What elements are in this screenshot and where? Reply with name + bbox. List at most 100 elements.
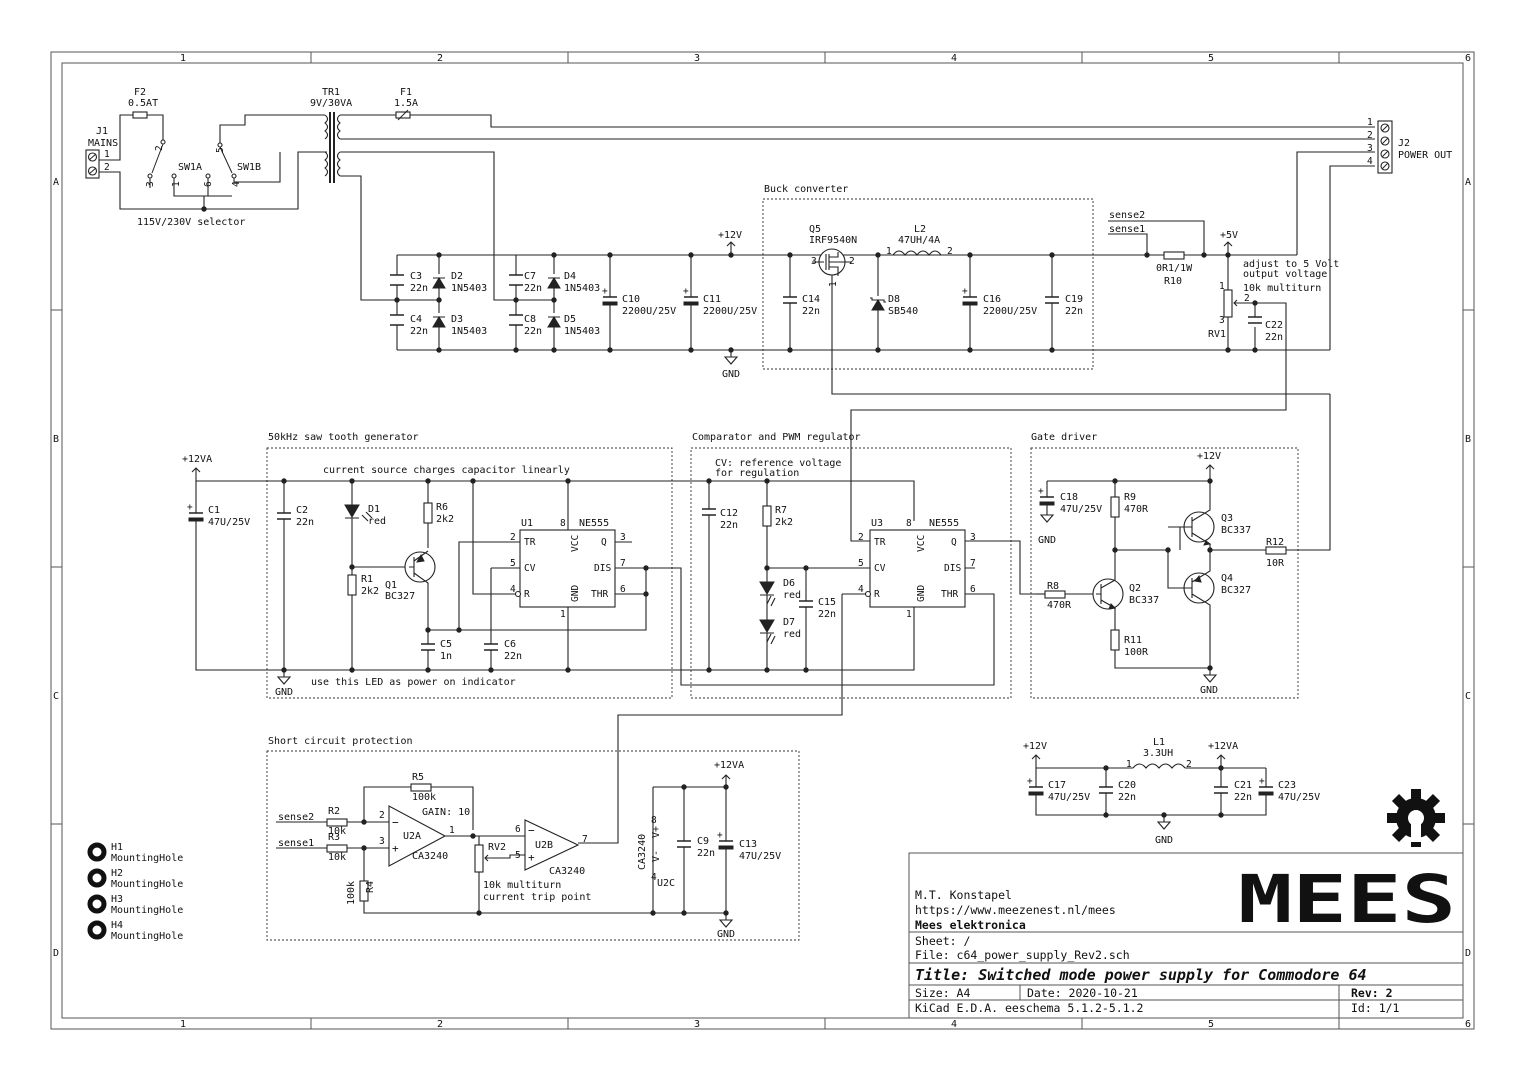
q1-ref: Q1 xyxy=(385,580,397,591)
c9-ref: C9 xyxy=(697,836,709,847)
c1-value: 47U/25V xyxy=(208,517,250,528)
r7-ref: R7 xyxy=(775,505,787,516)
j2-connector-group: J2 POWER OUT 1 2 3 4 xyxy=(1296,117,1452,350)
q5-pin: 1 xyxy=(828,281,839,287)
r12-value: 10R xyxy=(1266,558,1285,569)
rv1-potentiometer xyxy=(1223,289,1233,318)
net-label-gnd: GND xyxy=(275,687,293,698)
u1-pin-label: R xyxy=(524,589,530,600)
c21-value: 22n xyxy=(1234,792,1252,803)
h2-ref: H2 xyxy=(111,868,123,879)
u1-pin-label: CV xyxy=(524,563,536,574)
net-label-sense2: sense2 xyxy=(278,812,314,823)
svg-text:+: + xyxy=(1259,776,1265,787)
u1-pin-label: Q xyxy=(601,537,607,548)
sw1a-pin: 2 xyxy=(154,145,165,151)
u1-pin-label: VCC xyxy=(570,535,581,552)
u1-ne555 xyxy=(519,529,616,608)
l2-value: 47UH/4A xyxy=(898,235,940,246)
sw1b-pin: 4 xyxy=(231,181,242,187)
r1-ref: R1 xyxy=(361,574,373,585)
u3-ne555 xyxy=(869,529,966,608)
r4-resistor xyxy=(359,880,369,902)
u3-pin-num: 6 xyxy=(970,584,976,595)
rv2-note-1: 10k multiturn xyxy=(483,880,561,891)
u2c-vm: V- xyxy=(651,850,662,862)
c11-ref: C11 xyxy=(703,294,721,305)
c19-value: 22n xyxy=(1065,306,1083,317)
r1-resistor xyxy=(347,574,357,596)
l1-ref: L1 xyxy=(1153,737,1165,748)
c2-ref: C2 xyxy=(296,505,308,516)
col-marker: 2 xyxy=(437,53,443,64)
r12-ref: R12 xyxy=(1266,537,1284,548)
mains-input: J1 MAINS 1 2 F2 0.5AT 2 3 1 SW1A 5 6 4 S… xyxy=(85,87,1375,301)
j2-pin: 2 xyxy=(1367,130,1373,141)
author: M.T. Konstapel xyxy=(915,888,1012,902)
j2-pin: 4 xyxy=(1367,156,1373,167)
u2a-value: CA3240 xyxy=(412,851,448,862)
saw-generator: +12VA current source charges capacitor l… xyxy=(182,454,995,698)
c20-ref: C20 xyxy=(1118,780,1136,791)
gain-note: GAIN: 10 xyxy=(422,807,470,818)
sw1b-pin: 5 xyxy=(215,147,226,153)
u3-pin-num: 5 xyxy=(858,558,864,569)
net-label-sense1: sense1 xyxy=(1109,224,1145,235)
r9-resistor xyxy=(1110,496,1120,518)
row-marker: B xyxy=(53,434,59,445)
r11-resistor xyxy=(1110,629,1120,651)
c17-ref: C17 xyxy=(1048,780,1066,791)
c10-value: 2200U/25V xyxy=(622,306,676,317)
svg-text:4: 4 xyxy=(651,872,657,883)
svg-text:5: 5 xyxy=(515,850,521,861)
u1-pin-num: 5 xyxy=(510,558,516,569)
svg-text:+: + xyxy=(683,286,689,297)
rv1-pin: 1 xyxy=(1219,281,1225,292)
l1-value: 3.3UH xyxy=(1143,748,1173,759)
h4-ref: H4 xyxy=(111,920,123,931)
u3-pin-num: 3 xyxy=(970,532,976,543)
r8-ref: R8 xyxy=(1047,581,1059,592)
j1-ref: J1 xyxy=(96,126,108,137)
r2-value: 10k xyxy=(328,826,346,837)
svg-text:1: 1 xyxy=(449,825,455,836)
c6-ref: C6 xyxy=(504,639,516,650)
rv1-ref: RV1 xyxy=(1208,329,1226,340)
d5-ref: D5 xyxy=(564,314,576,325)
u3-pin-num: 2 xyxy=(858,532,864,543)
sw1b-ref: SW1B xyxy=(237,162,261,173)
r1-value: 2k2 xyxy=(361,586,379,597)
r6-ref: R6 xyxy=(436,502,448,513)
c18-value: 47U/25V xyxy=(1060,504,1102,515)
svg-text:2: 2 xyxy=(1186,759,1192,770)
net-label-12va: +12VA xyxy=(1208,741,1238,752)
svg-text:6: 6 xyxy=(515,824,521,835)
c23-value: 47U/25V xyxy=(1278,792,1320,803)
r8-value: 470R xyxy=(1047,600,1072,611)
col-marker: 6 xyxy=(1465,53,1471,64)
h3-ref: H3 xyxy=(111,894,123,905)
svg-text:8: 8 xyxy=(651,815,657,826)
row-marker: B xyxy=(1465,434,1471,445)
svg-text:+: + xyxy=(962,286,968,297)
r9-ref: R9 xyxy=(1124,492,1136,503)
c7-value: 22n xyxy=(524,283,542,294)
c6-value: 22n xyxy=(504,651,522,662)
d7-ref: D7 xyxy=(783,617,795,628)
tr1-transformer xyxy=(324,112,341,183)
c10-ref: C10 xyxy=(622,294,640,305)
l2-pin: 2 xyxy=(947,246,953,257)
q5-pin: 2 xyxy=(849,256,855,267)
f2-fuse xyxy=(132,111,148,119)
u1-pin-num: 3 xyxy=(620,532,626,543)
col-marker: 5 xyxy=(1208,1019,1214,1030)
c13-value: 47U/25V xyxy=(739,851,781,862)
j2-pin: 3 xyxy=(1367,143,1373,154)
r12-resistor xyxy=(1265,546,1287,555)
j2-connector xyxy=(1377,120,1393,174)
net-label-5v: +5V xyxy=(1220,230,1238,241)
u3-pin-label: GND xyxy=(916,585,927,602)
file-label: File: c64_power_supply_Rev2.sch xyxy=(915,948,1130,962)
j1-value: MAINS xyxy=(88,138,118,149)
u2b-value: CA3240 xyxy=(549,866,585,877)
